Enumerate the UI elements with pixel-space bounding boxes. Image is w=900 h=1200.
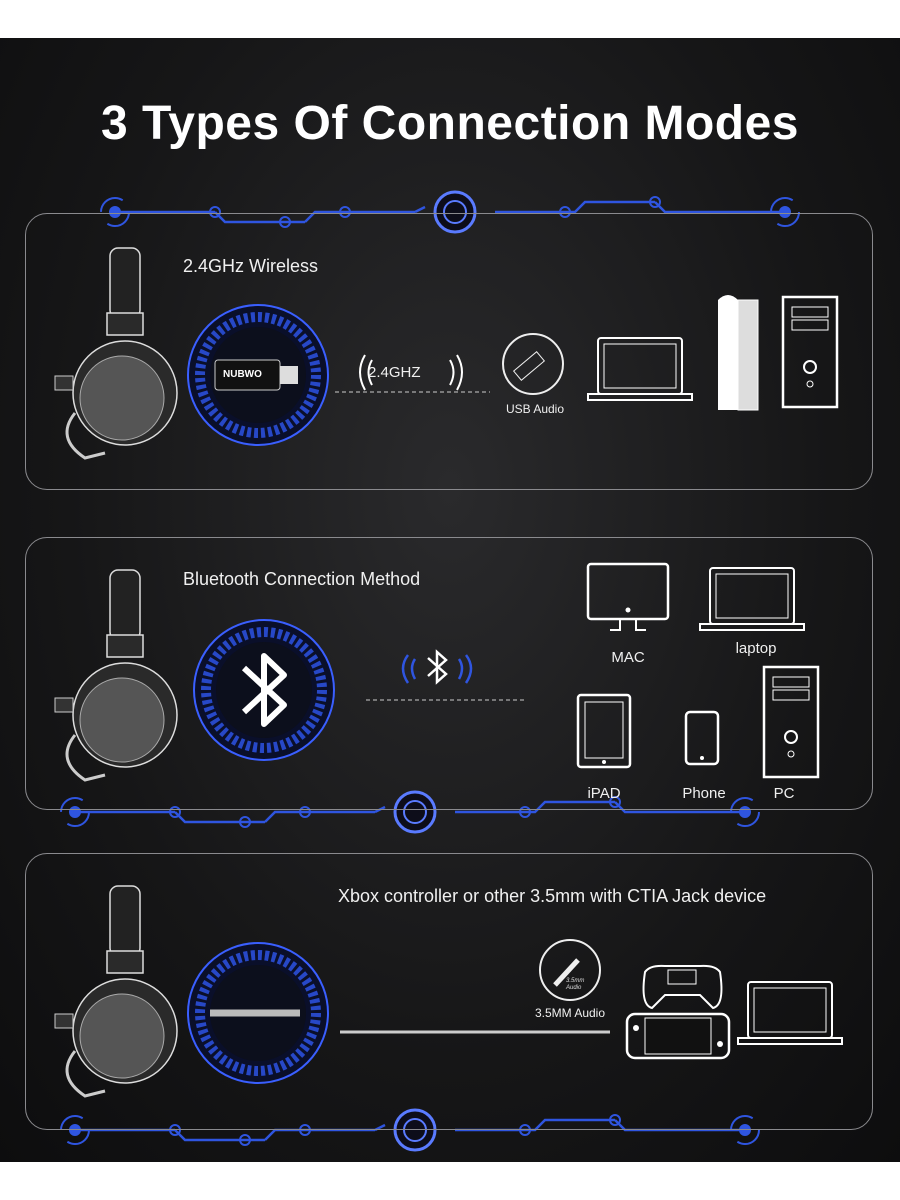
usb-adapter-icon	[502, 333, 564, 395]
mode-panel-wired	[25, 853, 873, 1130]
nintendo-switch-icon	[625, 1012, 731, 1060]
device-label: iPAD	[587, 785, 621, 802]
playstation-icon	[718, 295, 759, 411]
mode-label: Bluetooth Connection Method	[183, 569, 421, 589]
device-label: Phone	[682, 785, 726, 802]
page-title: 3 Types Of Connection Modes	[100, 97, 799, 150]
device-label: PC	[773, 785, 795, 802]
device-label: MAC	[611, 649, 645, 666]
gamepad-icon	[642, 964, 723, 1010]
signal-label: 2.4GHZ	[368, 364, 421, 381]
dongle-brand: NUBWO	[223, 369, 262, 380]
signal-waves-icon	[359, 354, 463, 391]
bluetooth-icon	[241, 653, 287, 727]
laptop-icon	[737, 981, 843, 1045]
mode-label: Xbox controller or other 3.5mm with CTIA…	[338, 886, 767, 906]
mac-icon	[586, 562, 670, 631]
usb-audio-label: USB Audio	[505, 402, 565, 416]
mode-panel-wireless	[25, 213, 873, 490]
mode-panel-bluetooth	[25, 537, 873, 810]
phone-icon	[684, 710, 720, 766]
jack-adapter-label: 3.5MM Audio	[534, 1006, 606, 1020]
jack-adapter-icon	[539, 939, 601, 1001]
ipad-icon	[576, 693, 632, 769]
device-label: laptop	[735, 640, 777, 657]
mode-label: 2.4GHz Wireless	[183, 256, 319, 276]
jack-adapter-sublabel: 3.5mm Audio	[566, 978, 585, 991]
headset-icon	[53, 884, 179, 1098]
bluetooth-small-icon	[427, 649, 448, 685]
